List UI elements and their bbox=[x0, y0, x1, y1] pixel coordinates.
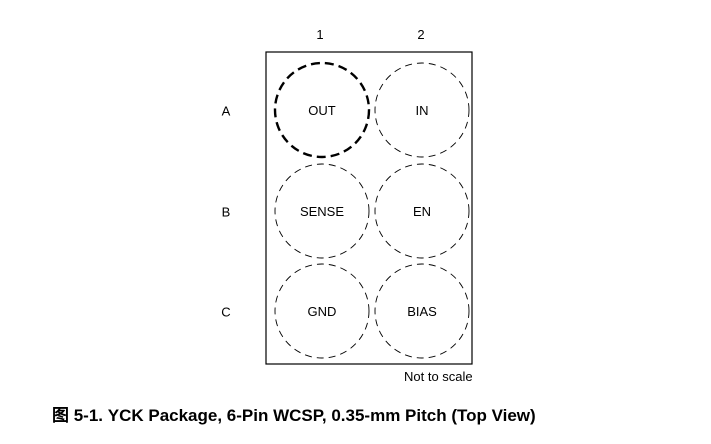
figure-caption: 图 5-1. YCK Package, 6-Pin WCSP, 0.35-mm … bbox=[52, 406, 536, 425]
scale-note: Not to scale bbox=[404, 369, 473, 384]
pin-a1: OUT bbox=[273, 61, 371, 159]
row-label-c: C bbox=[221, 304, 231, 320]
pin-a2: IN bbox=[374, 62, 470, 158]
row-label-a: A bbox=[221, 103, 231, 119]
pin-b2-label: EN bbox=[413, 204, 431, 219]
pin-c1: GND bbox=[274, 263, 370, 359]
pin-c2: BIAS bbox=[374, 263, 470, 359]
package-outline bbox=[265, 51, 473, 365]
pin-b1-label: SENSE bbox=[300, 204, 344, 219]
pin-c1-label: GND bbox=[308, 304, 337, 319]
column-label-2: 2 bbox=[417, 27, 425, 42]
row-label-b: B bbox=[221, 204, 231, 220]
pin-a1-label: OUT bbox=[308, 103, 336, 118]
pin-b2: EN bbox=[374, 163, 470, 259]
pin-c2-label: BIAS bbox=[407, 304, 437, 319]
pin-b1: SENSE bbox=[274, 163, 370, 259]
pin-a2-label: IN bbox=[416, 103, 429, 118]
column-label-1: 1 bbox=[316, 27, 324, 42]
